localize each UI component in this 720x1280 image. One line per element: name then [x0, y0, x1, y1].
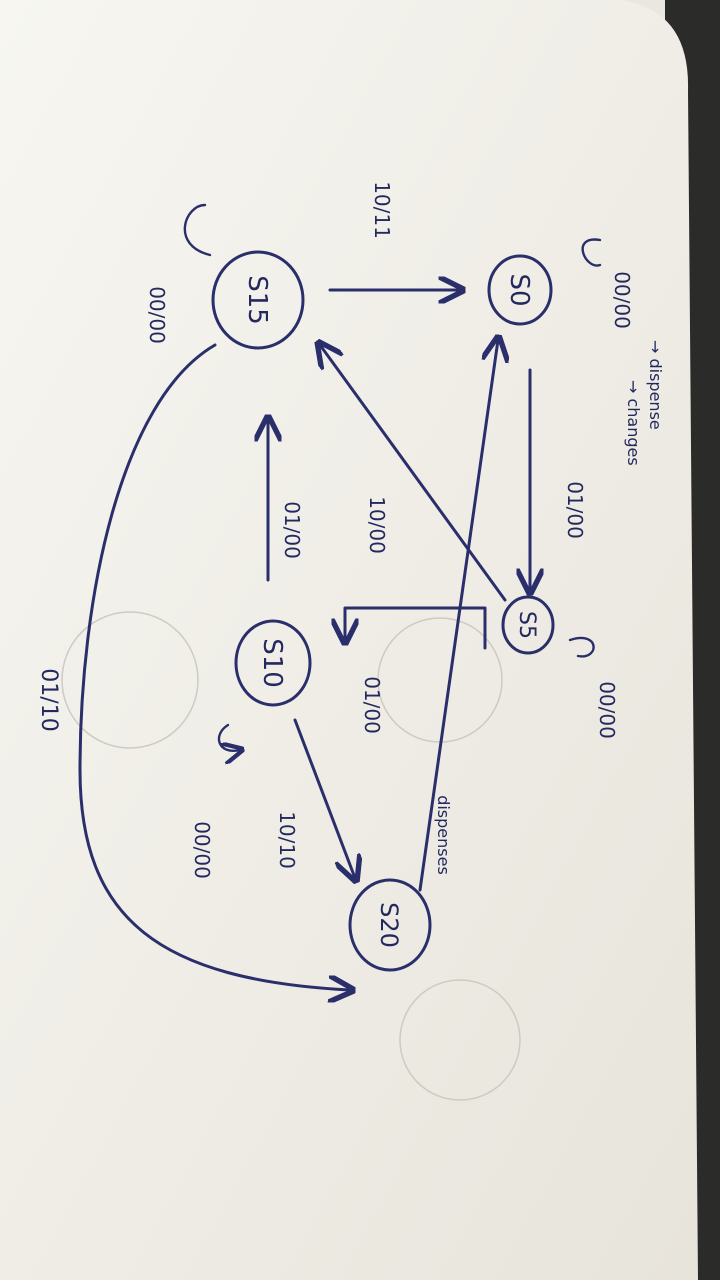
loop-s10 [217, 723, 240, 751]
ghost-circle [399, 979, 521, 1101]
loop-s15 [183, 203, 212, 257]
edge-label: 00/00 [145, 286, 169, 344]
edge-label: dispenses [434, 795, 453, 875]
state-label: S0 [504, 273, 534, 306]
state-label: S5 [514, 611, 539, 639]
edge-label: 00/00 [190, 821, 214, 879]
legend-dispense: → dispense [646, 340, 665, 430]
edge-s10-s5 [345, 606, 487, 650]
state-label: S10 [257, 638, 287, 688]
legend-changes: → changes [624, 380, 643, 466]
edge-label: 01/00 [360, 676, 384, 734]
loop-s5 [568, 636, 595, 658]
edge-label: 10/10 [275, 811, 299, 869]
ghost-circle [61, 611, 199, 749]
edge-label: 00/00 [595, 681, 619, 739]
edge-label: 01/10 [36, 668, 61, 731]
edge-s15-s20 [78, 343, 350, 990]
edge-label: 01/00 [280, 501, 304, 559]
state-circle-s0 [487, 254, 553, 326]
edge-s10-s20 [293, 718, 355, 878]
state-label: S15 [242, 275, 272, 325]
edge-label: 01/00 [563, 481, 587, 539]
paper-sheet [0, 0, 698, 1280]
edge-label: 10/11 [370, 181, 394, 239]
state-circle-s20 [348, 878, 432, 972]
edge-label: 00/00 [610, 271, 634, 329]
state-circle-s5 [501, 595, 555, 655]
state-label: S20 [375, 902, 403, 948]
edge-s20-s0 [418, 340, 498, 892]
loop-s0 [581, 238, 602, 267]
state-circle-s15 [211, 250, 305, 350]
state-circle-s10 [234, 619, 312, 707]
edge-s5-s15 [320, 345, 507, 602]
edge-label: 10/00 [365, 496, 389, 554]
